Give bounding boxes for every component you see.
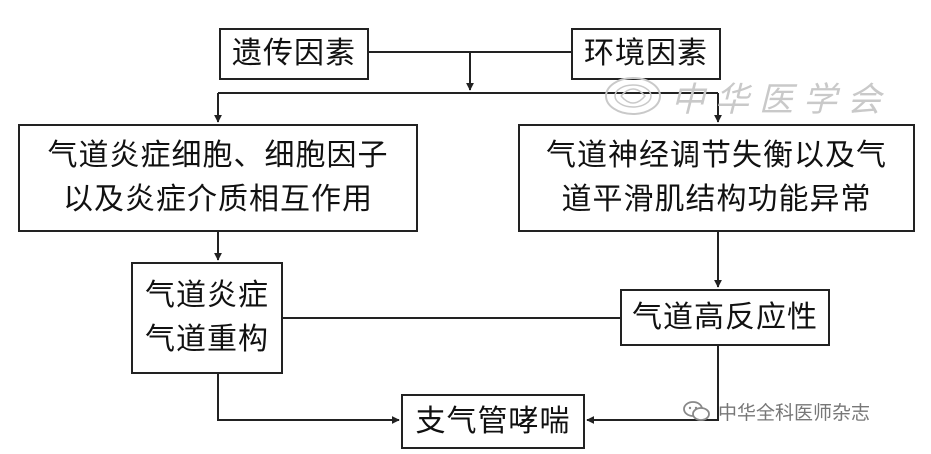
node-inflammation-cells-line-1: 气道炎症细胞、细胞因子: [47, 138, 389, 173]
wechat-watermark: 中华全科医师杂志: [682, 396, 922, 426]
node-genetic-label: 遗传因素: [232, 36, 356, 71]
node-genetic: 遗传因素: [219, 28, 369, 80]
node-inflammation-remodel-line-2: 气道重构: [145, 322, 269, 357]
seal-text: 中华医学会: [671, 79, 891, 120]
node-inflammation-cells-line-2: 以及炎症介质相互作用: [63, 182, 373, 217]
node-environment: 环境因素: [571, 28, 721, 80]
node-hyperresponsiveness-label: 气道高反应性: [632, 299, 818, 335]
node-inflammation-cells: 气道炎症细胞、细胞因子 以及炎症介质相互作用: [18, 124, 418, 232]
node-hyperresponsiveness: 气道高反应性: [620, 289, 830, 346]
node-environment-label: 环境因素: [584, 36, 708, 71]
seal-watermark: 中华医学会: [603, 74, 883, 120]
wechat-label: 中华全科医师杂志: [718, 401, 871, 424]
node-inflammation-remodel-line-1: 气道炎症: [145, 278, 269, 313]
node-asthma-label: 支气管哮喘: [415, 403, 571, 439]
wechat-icon: [683, 401, 710, 421]
node-neural-imbalance-line-1: 气道神经调节失衡以及气: [546, 138, 887, 173]
node-inflammation-remodel: 气道炎症 气道重构: [131, 262, 283, 374]
edge-remodel-to-asthma: [217, 374, 400, 424]
node-asthma: 支气管哮喘: [401, 394, 585, 449]
edge-hyper-to-asthma: [586, 346, 719, 424]
node-neural-imbalance: 气道神经调节失衡以及气 道平滑肌结构功能异常: [518, 124, 915, 232]
node-neural-imbalance-line-2: 道平滑肌结构功能异常: [561, 182, 872, 217]
seal-icon: [605, 77, 661, 115]
